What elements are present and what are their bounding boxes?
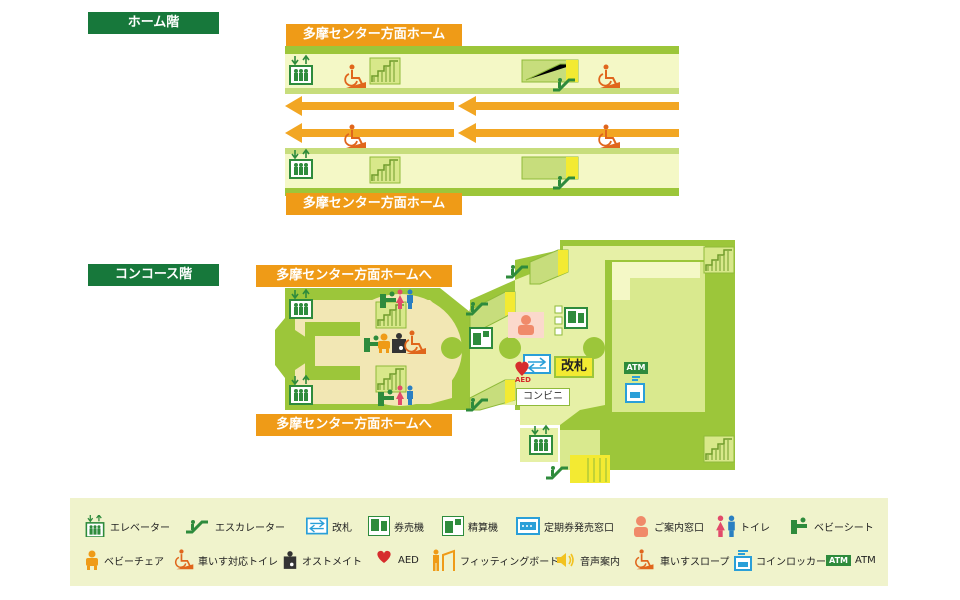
escalator <box>521 156 579 180</box>
ticket-gate-icon <box>306 517 328 535</box>
stairs <box>703 246 735 274</box>
legend-label: ATM <box>855 554 876 566</box>
atm-icon: ATM <box>826 554 851 566</box>
aed-icon <box>377 550 391 563</box>
legend-label: ベビーシート <box>814 522 874 534</box>
fare-adjustment-icon <box>442 516 464 536</box>
baby-sheet-icon <box>791 517 807 534</box>
legend-label: 車いす対応トイレ <box>198 556 278 568</box>
legend-label: 音声案内 <box>580 556 620 568</box>
legend-item: ご案内窓口 <box>632 515 704 537</box>
fitting-board-icon <box>433 549 455 571</box>
legend-item: ベビーシート <box>790 515 874 537</box>
concourse-floor-label: コンコース階 <box>88 264 219 286</box>
legend-item: 券売機 <box>368 515 424 537</box>
legend-label: 改札 <box>332 522 352 534</box>
legend-label: 精算機 <box>468 522 498 534</box>
legend-item: 精算機 <box>442 515 498 537</box>
coin-locker-icon <box>734 550 752 571</box>
legend: エレベーター エスカレーター 改札 券売機 精算機 定期券発売窓口 ご案内窓口 <box>70 498 888 586</box>
ticket-gate-label: 改札 <box>554 356 594 378</box>
legend-item: オストメイト <box>282 549 362 571</box>
commuter-pass-icon <box>516 517 540 535</box>
platform-floor-label: ホーム階 <box>88 12 219 34</box>
stairs <box>369 57 401 85</box>
wheelchair-slope-icon <box>634 549 655 571</box>
information-icon <box>634 516 648 537</box>
legend-label: オストメイト <box>302 556 362 568</box>
legend-item: 車いすスロープ <box>634 549 729 571</box>
stairs <box>369 156 401 184</box>
platform-direction-top: 多摩センター方面ホーム <box>286 24 462 46</box>
elevator-icon <box>85 515 105 537</box>
legend-item: AED <box>374 549 419 571</box>
legend-item: フィッティングボード <box>430 549 559 571</box>
ostomate-icon <box>283 551 297 569</box>
legend-item: 定期券発売窓口 <box>516 515 614 537</box>
legend-label: 定期券発売窓口 <box>544 522 614 534</box>
audio-guide-icon <box>557 553 574 567</box>
escalator-icon <box>544 464 570 480</box>
legend-item: エレベーター <box>84 515 170 537</box>
convenience-store-label: コンビニ <box>516 388 570 406</box>
legend-label: 車いすスロープ <box>660 556 730 568</box>
concourse-direction-top: 多摩センター方面ホームへ <box>256 265 452 287</box>
legend-label: ベビーチェア <box>104 556 164 568</box>
ticket-machine-slots <box>554 305 563 336</box>
aed-badge-text: AED <box>514 376 531 384</box>
legend-item: トイレ <box>716 515 770 537</box>
legend-item: 車いす対応トイレ <box>174 549 278 571</box>
platform-direction-arrows <box>285 96 679 143</box>
ticket-machine-icon <box>368 516 390 536</box>
legend-item: ATM ATM <box>826 549 876 571</box>
ticket-machine-icon <box>564 307 588 329</box>
atm-badge-text: ATM <box>626 363 646 372</box>
stairs <box>703 435 735 463</box>
escalator-icon <box>185 518 210 534</box>
legend-label: トイレ <box>740 522 770 534</box>
information-icon <box>508 312 544 338</box>
toilet-icon <box>716 515 735 537</box>
legend-label: AED <box>398 554 419 566</box>
legend-label: コインロッカー <box>756 556 826 568</box>
legend-item: 改札 <box>306 515 352 537</box>
fare-adjustment-icon <box>469 327 493 349</box>
escalator <box>521 59 579 83</box>
legend-label: エスカレーター <box>215 522 285 534</box>
legend-label: 券売機 <box>394 522 424 534</box>
platform-direction-bottom: 多摩センター方面ホーム <box>286 193 462 215</box>
baby-chair-icon <box>86 550 98 570</box>
legend-item: コインロッカー <box>734 549 826 571</box>
legend-item: ベビーチェア <box>84 549 164 571</box>
escalator <box>529 249 569 285</box>
coin-locker-icon <box>625 376 645 403</box>
legend-label: エレベーター <box>110 522 170 534</box>
legend-label: フィッティングボード <box>460 556 560 568</box>
accessible-toilet-icon <box>174 549 194 571</box>
concourse-direction-bottom: 多摩センター方面ホームへ <box>256 414 452 436</box>
legend-item: 音声案内 <box>556 549 620 571</box>
aed-icon <box>515 361 529 376</box>
legend-label: ご案内窓口 <box>654 522 704 534</box>
legend-item: エスカレーター <box>185 515 285 537</box>
atm-icon <box>624 362 648 374</box>
